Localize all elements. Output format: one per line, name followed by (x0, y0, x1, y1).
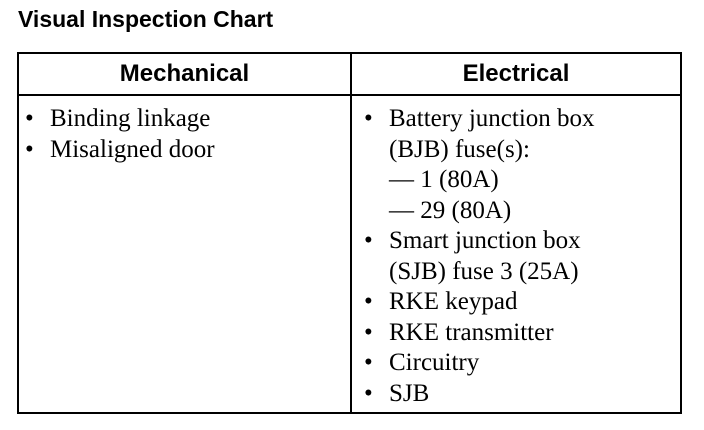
bullet-icon: • (364, 105, 373, 132)
list-item-text: SJB (389, 379, 430, 407)
list-item-text: RKE keypad (389, 288, 518, 315)
bullet-icon: • (364, 349, 373, 376)
list-item-text: Battery junction box (389, 105, 595, 132)
list-item-text: (SJB) fuse 3 (25A) (389, 257, 579, 285)
list-item-text: — 1 (80A) (389, 166, 499, 193)
bullet-icon: • (364, 379, 373, 407)
bullet-icon: • (25, 105, 34, 132)
bullet-icon: • (364, 288, 373, 315)
mechanical-header: Mechanical (119, 60, 250, 87)
electrical-header: Electrical (462, 60, 570, 87)
bullet-icon: • (25, 135, 34, 163)
list-item-text: Smart junction box (389, 227, 581, 254)
list-item-text: RKE transmitter (389, 318, 554, 346)
inspection-table: Mechanical Electrical • Binding linkage … (17, 52, 682, 414)
bullet-icon: • (364, 227, 373, 254)
bullet-icon: • (364, 318, 373, 346)
list-item-text: — 29 (80A) (389, 196, 512, 224)
list-item-text: Binding linkage (50, 105, 211, 132)
column-divider (350, 54, 352, 412)
header-divider (19, 94, 680, 96)
chart-title: Visual Inspection Chart (18, 6, 274, 32)
list-item-text: Misaligned door (50, 135, 215, 163)
list-item-text: (BJB) fuse(s): (389, 135, 530, 163)
list-item-text: Circuitry (389, 349, 480, 376)
